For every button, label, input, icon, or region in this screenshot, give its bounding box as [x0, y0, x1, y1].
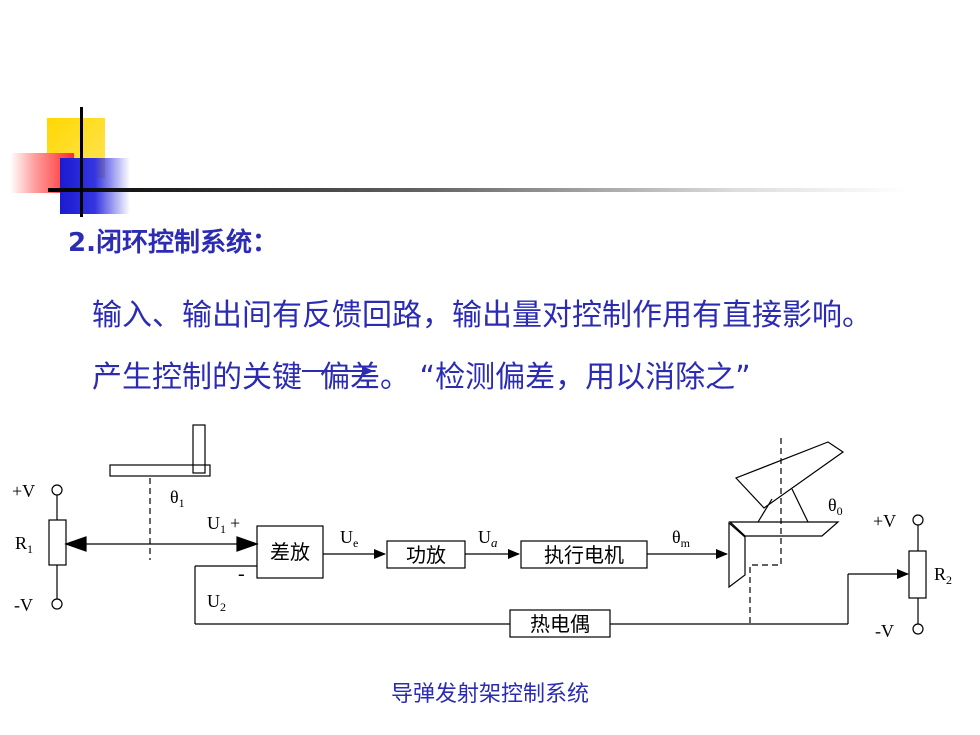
input-shaft-vertical	[192, 424, 206, 474]
ua-label: Ua	[478, 527, 498, 550]
left-plus-terminal	[51, 484, 63, 496]
decor-blue-square	[60, 158, 130, 214]
theta-m-sub: m	[681, 536, 691, 550]
right-minus-label: -V	[875, 621, 894, 641]
launcher-base	[728, 521, 840, 537]
theta-m-label: θm	[672, 527, 691, 550]
thermocouple-label: 热电偶	[530, 613, 590, 636]
block-diff-amp	[256, 525, 324, 579]
right-plus-terminal	[912, 514, 924, 526]
ue-base: U	[340, 527, 353, 547]
header-rule	[48, 188, 908, 192]
u1-base: U	[207, 513, 220, 533]
right-plus-label: +V	[873, 511, 896, 531]
u2-sub: 2	[220, 600, 226, 614]
u2-base: U	[207, 591, 220, 611]
header-rule-vertical	[80, 107, 83, 217]
theta1-sub: 1	[179, 496, 185, 510]
arrow-word-text: 偏差	[320, 360, 380, 395]
left-plus-label: +V	[12, 481, 35, 501]
power-amp-label: 功放	[406, 544, 446, 567]
left-minus-label: -V	[14, 595, 33, 615]
r2-sub: 2	[946, 573, 952, 587]
theta0-sub: 0	[837, 504, 843, 518]
r1-sub: 1	[27, 542, 33, 556]
right-minus-terminal	[912, 623, 924, 635]
u1-label: U1 +	[207, 513, 240, 536]
u2-label: U2	[207, 591, 226, 614]
ue-label: Ue	[340, 527, 358, 550]
diagram-caption: 导弹发射架控制系统	[390, 682, 589, 707]
input-shaft-horizontal	[109, 464, 211, 477]
theta0-label: θ0	[828, 495, 843, 518]
missile-body	[734, 441, 845, 509]
motor-label: 执行电机	[544, 544, 624, 567]
left-minus-terminal	[51, 598, 63, 610]
strike-arrow-icon	[302, 366, 374, 376]
u1-sub: 1	[220, 522, 226, 536]
control-block-diagram: +V -V R1 θ1 U1+ - U2 Ue Ua θm θ0 +V -V R…	[12, 424, 952, 641]
paragraph-line-1: 输入、输出间有反馈回路，输出量对控制作用有直接影响。	[92, 298, 872, 333]
u1-sign: +	[230, 513, 240, 533]
line2-prefix: 产生控制的关键	[92, 360, 302, 395]
ue-sub: e	[353, 536, 358, 550]
r1-name: R	[15, 533, 27, 553]
theta1-base: θ	[170, 487, 179, 507]
wiper-arrow-left	[64, 536, 87, 552]
gear-wedge	[728, 521, 746, 589]
theta1-label: θ1	[170, 487, 185, 510]
ua-base: U	[478, 527, 491, 547]
r1-label: R1	[15, 533, 33, 556]
line2-suffix: 。 “检测偏差，用以消除之”	[380, 360, 751, 395]
r2-label: R2	[934, 564, 952, 587]
diff-amp-label: 差放	[270, 541, 310, 564]
arrow-word: 偏差	[302, 352, 380, 396]
u1-arrow	[236, 536, 259, 552]
mechanical-link-dashed	[749, 438, 782, 624]
paragraph-line-2: 产生控制的关键偏差。 “检测偏差，用以消除之”	[92, 352, 751, 396]
r2-name: R	[934, 564, 946, 584]
right-potentiometer	[908, 550, 927, 599]
theta0-base: θ	[828, 495, 837, 515]
section-heading: 2.闭环控制系统：	[68, 228, 278, 258]
u2-minus-sign: -	[238, 563, 245, 585]
ua-sub: a	[491, 535, 498, 550]
left-potentiometer	[48, 519, 67, 566]
theta-m-base: θ	[672, 527, 681, 547]
